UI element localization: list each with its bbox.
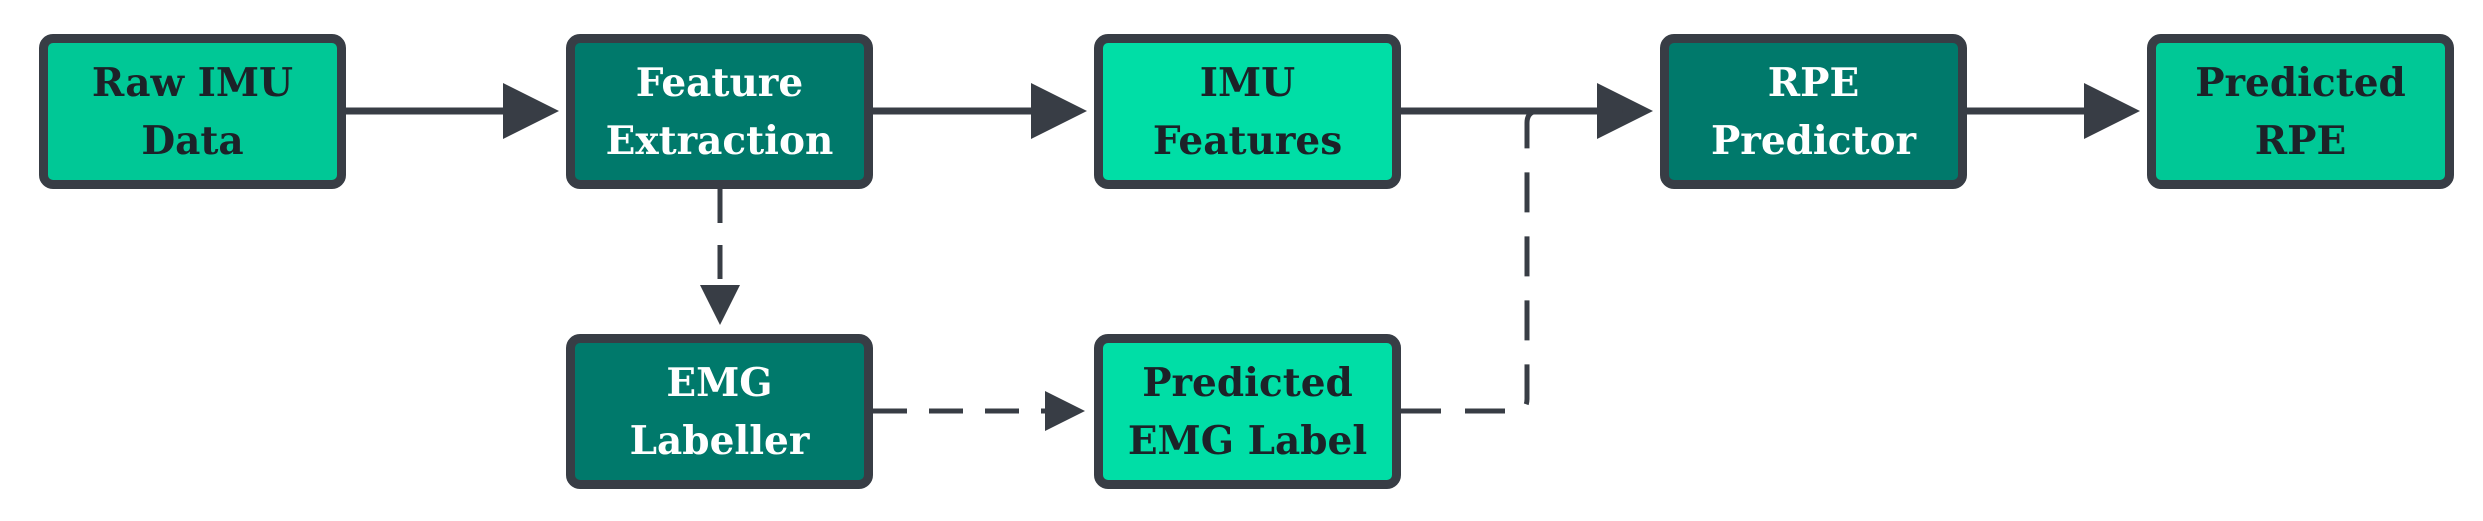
emg-labeller-label: EMG Labeller — [629, 359, 810, 464]
dashed-connector-predicted-emg-label-to-rpe-predictor — [1401, 108, 1646, 414]
rpe-predictor-label: RPE Predictor — [1710, 59, 1917, 164]
predicted-emg-label-text: Predicted EMG Label — [1127, 359, 1368, 464]
feature-extraction-label: Feature Extraction — [605, 59, 834, 164]
predicted-rpe-label: Predicted RPE — [2195, 59, 2406, 164]
emg-labeller-node: EMG Labeller — [566, 334, 873, 489]
feature-extraction-node: Feature Extraction — [566, 34, 873, 189]
predicted-rpe-node: Predicted RPE — [2147, 34, 2454, 189]
imu-features-node: IMU Features — [1094, 34, 1401, 189]
raw-imu-data-label: Raw IMU Data — [91, 59, 294, 164]
predicted-emg-label-node: Predicted EMG Label — [1094, 334, 1401, 489]
raw-imu-data-node: Raw IMU Data — [39, 34, 346, 189]
imu-features-label: IMU Features — [1152, 59, 1343, 164]
rpe-predictor-node: RPE Predictor — [1660, 34, 1967, 189]
